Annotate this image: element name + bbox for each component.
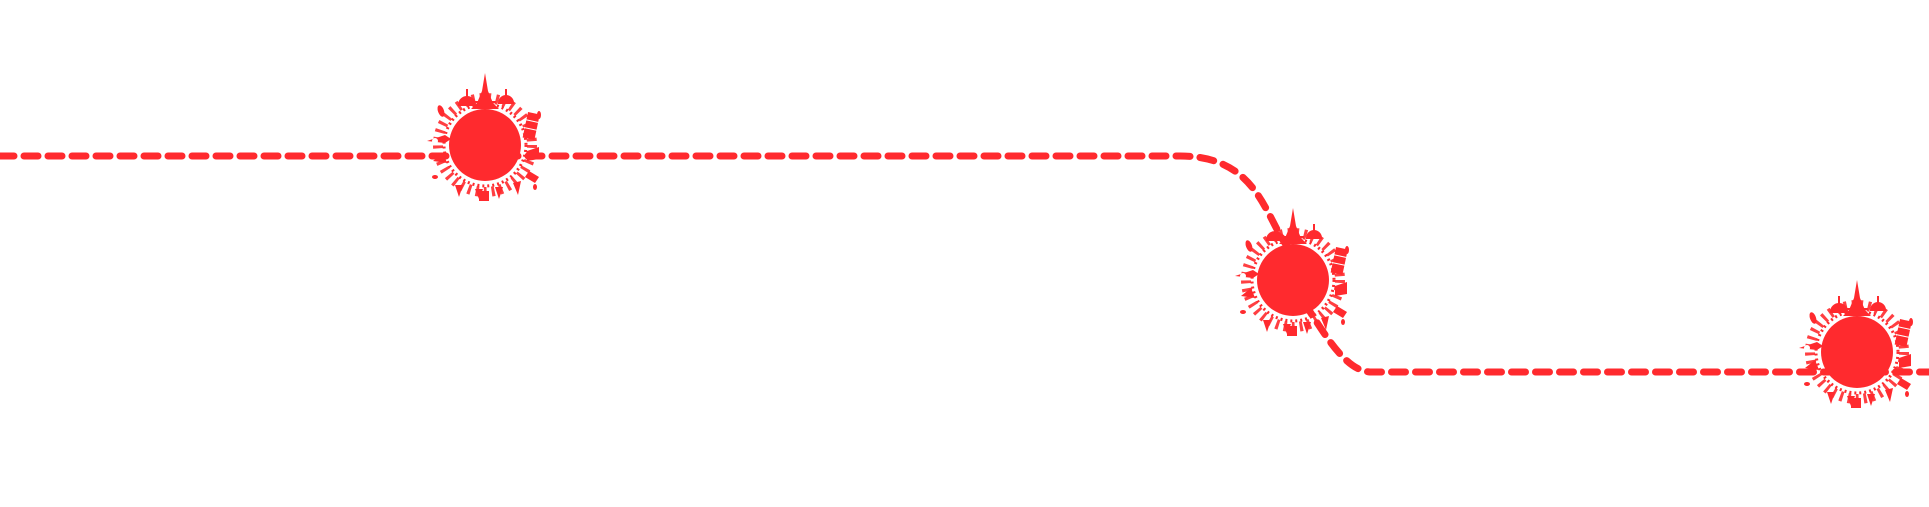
- milestone-globe-icon-2: [1235, 208, 1349, 336]
- route-dashed-line: [0, 152, 1929, 376]
- milestone-globe-icon-1: [427, 73, 541, 201]
- milestone-globe-icon-3: [1799, 280, 1913, 408]
